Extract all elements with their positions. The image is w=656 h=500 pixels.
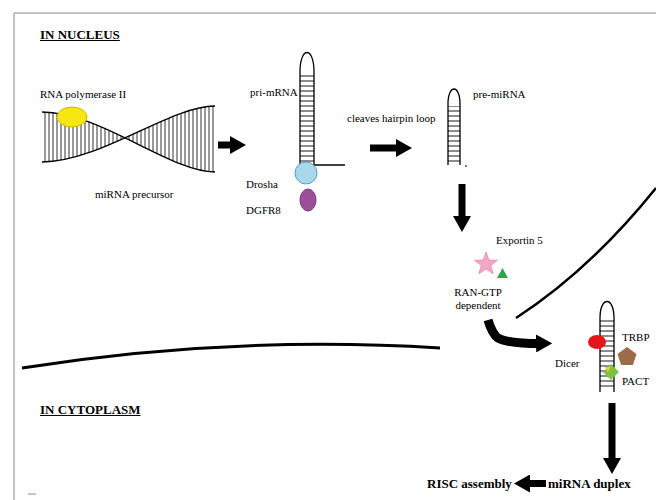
node-text: TRBP — [622, 331, 650, 344]
hairpin-rungs — [300, 74, 314, 163]
process-group: Exportin 5 RAN-GTP dependent — [440, 232, 552, 320]
process-group: Dicer TRBP PACT — [552, 295, 654, 403]
nuclear-envelope — [516, 188, 656, 318]
node-text: RAN-GTP dependent — [443, 286, 513, 312]
node-text: RISC assembly — [427, 476, 512, 491]
process-group: RISC assembly — [425, 474, 514, 493]
helix-rungs — [42, 106, 215, 172]
hairpin-strand — [300, 53, 345, 173]
exportin-star — [475, 252, 498, 274]
process-group: miRNA duplex — [546, 474, 633, 493]
nuclear-envelope — [22, 344, 440, 368]
trbp-pentagon — [618, 347, 637, 365]
process-arrow — [459, 184, 466, 220]
node-text: Drosha — [246, 178, 278, 191]
pact-diamond — [603, 364, 619, 380]
node-text: RNA polymerase II — [40, 88, 126, 101]
process-arrow — [488, 320, 540, 343]
process-group: pri-mRNA DroshaDGFR8 — [246, 50, 370, 219]
hairpin-rungs — [448, 106, 460, 163]
node-text: pri-mRNA — [250, 86, 298, 99]
helix-strand — [42, 106, 215, 162]
region-label: IN NUCLEUS — [40, 27, 120, 42]
process-arrow — [609, 403, 616, 462]
region-label: IN CYTOPLASM — [40, 402, 141, 417]
small-triangle — [605, 367, 611, 372]
node-text: miRNA duplex — [548, 476, 631, 491]
process-group: RNA polymerase II miRNA precursor — [38, 86, 218, 206]
node-text: miRNA precursor — [95, 188, 174, 201]
frame-mark — [28, 494, 36, 495]
node-text: Exportin 5 — [496, 234, 543, 247]
process-arrow — [526, 480, 546, 487]
process-arrow — [218, 142, 234, 149]
hairpin-rungs — [600, 320, 614, 390]
node-text: PACT — [622, 375, 649, 388]
polymerase-blob — [57, 107, 87, 127]
node-text: pre-miRNA — [473, 88, 526, 101]
node-text: DGFR8 — [246, 204, 281, 217]
process-group: pre-miRNA — [412, 84, 528, 184]
process-arrow — [370, 145, 400, 152]
node-text: Dicer — [555, 357, 579, 370]
dot — [465, 165, 467, 167]
image-frame — [14, 13, 656, 500]
drosha-blob — [295, 162, 317, 184]
edge-label: cleaves hairpin loop — [346, 112, 437, 125]
dicer-blob — [588, 335, 606, 349]
hairpin-strand — [448, 89, 460, 165]
ran-triangle — [497, 268, 508, 278]
dgcr8-blob — [300, 189, 316, 211]
